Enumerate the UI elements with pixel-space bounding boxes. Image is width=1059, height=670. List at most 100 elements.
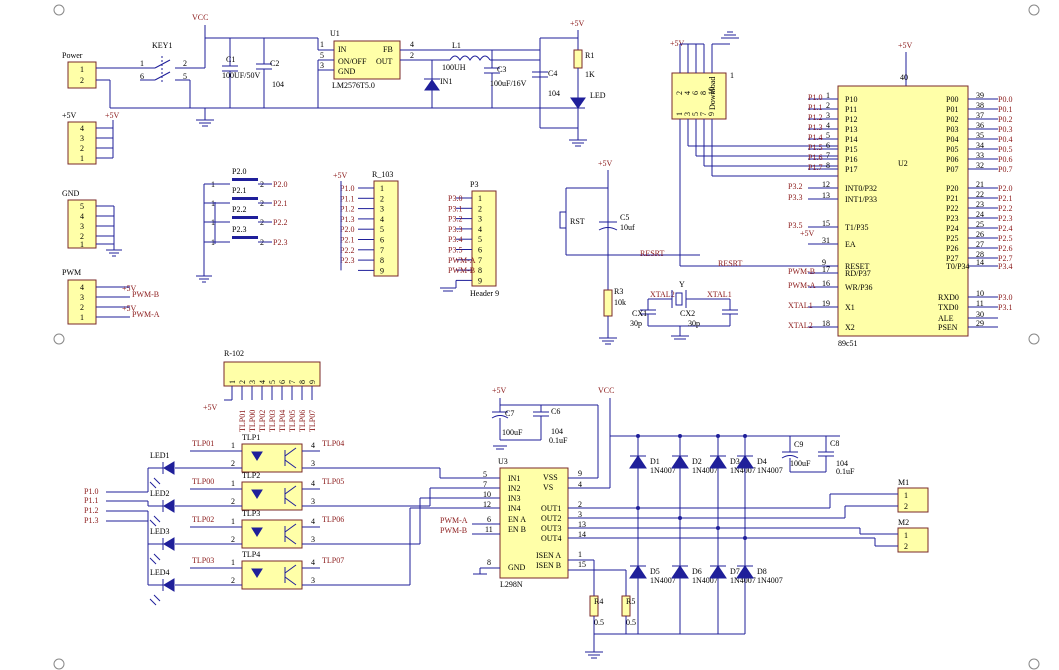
flyback-diode-symbol xyxy=(671,565,689,579)
svg-text:1: 1 xyxy=(578,550,582,559)
p5v-connector: +5V +5V 4 3 2 1 xyxy=(62,111,120,165)
p3-pin-num: 6 xyxy=(478,246,482,255)
c3-capacitor: C3 100uF/16V xyxy=(484,50,527,108)
svg-text:XTAL2: XTAL2 xyxy=(650,290,675,299)
mcu-net-left2: P3.5 xyxy=(788,221,802,230)
p3-net: P3.0 xyxy=(448,194,462,203)
power-pin-2: 2 xyxy=(80,76,84,85)
r1-led-indicator: +5V R1 1K LED xyxy=(569,19,606,147)
svg-text:PWM-B: PWM-B xyxy=(132,290,159,299)
mcu-net-left: P1.0 xyxy=(808,93,822,102)
mcu-pin-name: P01 xyxy=(946,105,958,114)
flyback-diode-ref: D6 xyxy=(692,567,702,576)
mcu-pin-name: X2 xyxy=(845,323,855,332)
c1-capacitor: C1 100UF/50V xyxy=(222,38,260,108)
r103-net: P1.0 xyxy=(340,184,354,193)
mcu-pin-num: 31 xyxy=(822,236,830,245)
mcu-net-right: P0.1 xyxy=(998,105,1012,114)
mcu-pin-num: 27 xyxy=(976,240,984,249)
svg-text:1: 1 xyxy=(140,59,144,68)
svg-text:10k: 10k xyxy=(614,298,626,307)
svg-text:1: 1 xyxy=(904,491,908,500)
mcu-net-left: P1.4 xyxy=(808,133,822,142)
btn-net-2: P2.2 xyxy=(273,218,287,227)
svg-text:EN B: EN B xyxy=(508,525,526,534)
c4-value: 104 xyxy=(548,89,560,98)
download-label: Download xyxy=(708,77,717,110)
mcu-net-right: P0.5 xyxy=(998,145,1012,154)
flyback-diode-symbol xyxy=(709,455,727,469)
push-button-symbol xyxy=(232,178,258,181)
r1-body xyxy=(573,49,583,69)
mcu-pin-name: P06 xyxy=(946,155,958,164)
m2-body xyxy=(897,527,929,553)
r103-pin-num: 4 xyxy=(380,215,384,224)
download-pin-top: 8 xyxy=(699,91,708,95)
mcu-pin-name: P05 xyxy=(946,145,958,154)
mcu-pin-num: 18 xyxy=(822,319,830,328)
indicator-led-symbol xyxy=(163,537,175,551)
pwm-connector-label: PWM xyxy=(62,268,81,277)
l298-pin-name: OUT2 xyxy=(541,514,561,523)
mcu-net-left2: PWM-B xyxy=(788,267,815,276)
key1-switch: KEY1 1 2 6 5 xyxy=(140,41,205,108)
l298n-body xyxy=(499,467,569,579)
mcu-pin-name: P12 xyxy=(845,115,857,124)
mcu-pin-name: P15 xyxy=(845,145,857,154)
svg-text:4: 4 xyxy=(80,212,84,221)
mcu-pin-num: 3 xyxy=(826,111,830,120)
r103-header: R_103 +5V 1P1.02P1.13P1.24P1.35P2.06P2.1… xyxy=(333,170,399,277)
mcu-net-left2: P3.3 xyxy=(788,193,802,202)
r103-pin-num: 8 xyxy=(380,256,384,265)
svg-text:1: 1 xyxy=(320,40,324,49)
p3-net: P3.4 xyxy=(448,235,462,244)
indicator-led-symbol xyxy=(163,461,175,475)
svg-text:PWM-B: PWM-B xyxy=(440,526,467,535)
mcu-pin-num: 37 xyxy=(976,111,984,120)
l1-label: L1 xyxy=(452,41,461,50)
r102-pin-num: 6 xyxy=(278,380,287,384)
c1-value: 100UF/50V xyxy=(222,71,260,80)
mcu-net-left2: XTAL2 xyxy=(788,321,813,330)
mcu-pin-num: 19 xyxy=(822,299,830,308)
tlp-out-net: TLP04 xyxy=(322,439,344,448)
mcu-pin-num: 6 xyxy=(826,141,830,150)
svg-text:R1: R1 xyxy=(585,51,594,60)
mcu-net-right: P0.2 xyxy=(998,115,1012,124)
r102-pin-num: 3 xyxy=(248,380,257,384)
svg-text:3: 3 xyxy=(80,134,84,143)
m1-label: M1 xyxy=(898,478,909,487)
download-pin-top: 6 xyxy=(691,91,700,95)
svg-text:6: 6 xyxy=(140,72,144,81)
p3-pin-num: 3 xyxy=(478,215,482,224)
tlp-pin-1: 1 xyxy=(231,558,235,567)
l298-pin-name: IN3 xyxy=(508,494,520,503)
svg-text:2: 2 xyxy=(410,51,414,60)
svg-text:PWM-A: PWM-A xyxy=(132,310,160,319)
mcu-pin-name: P26 xyxy=(946,244,958,253)
vcc-label-top: VCC xyxy=(192,13,208,22)
mcu-pin-name: P24 xyxy=(946,224,958,233)
svg-text:5: 5 xyxy=(183,72,187,81)
power-connector-label: Power xyxy=(62,51,83,60)
mounting-hole-ml xyxy=(53,333,65,345)
mcu-net-left: P1.2 xyxy=(808,113,822,122)
l298-pin-name: IN2 xyxy=(508,484,520,493)
svg-text:5: 5 xyxy=(320,51,324,60)
mounting-hole-br xyxy=(1028,658,1040,670)
mcu-net-right: P2.7 xyxy=(998,254,1012,263)
mcu-net-right: P0.0 xyxy=(998,95,1012,104)
r103-net: P2.1 xyxy=(340,236,354,245)
p3-net: P3.5 xyxy=(448,246,462,255)
crystal-symbol xyxy=(675,292,683,306)
r102-net: TLP05 xyxy=(288,410,297,432)
optocoupler-body xyxy=(241,519,303,549)
c4-label: C4 xyxy=(548,69,557,78)
mcu-pin-num: 17 xyxy=(822,265,830,274)
c3-value: 100uF/16V xyxy=(490,79,527,88)
mcu-pin-name: P02 xyxy=(946,115,958,124)
indicator-led-label: LED4 xyxy=(150,568,170,577)
